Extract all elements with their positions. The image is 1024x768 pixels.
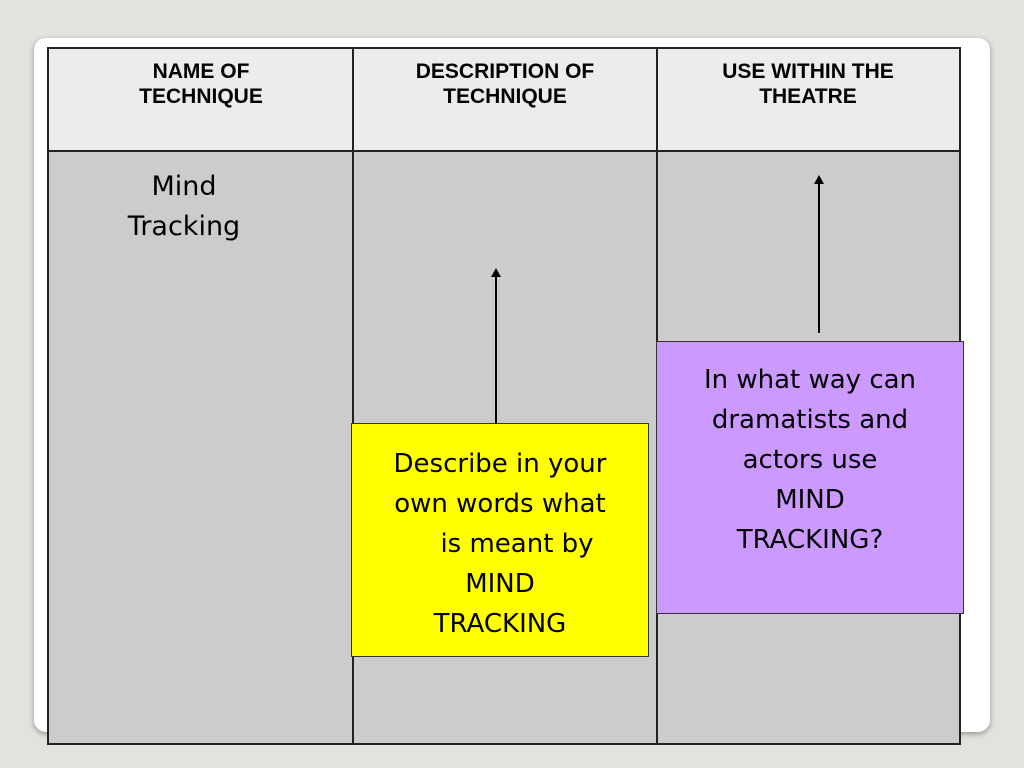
callout-line: MIND	[465, 569, 535, 599]
callout-line: dramatists and	[711, 405, 909, 435]
callout-line: own words what	[394, 489, 606, 519]
header-line: THEATRE	[759, 85, 857, 108]
technique-name-line: Tracking	[127, 211, 241, 242]
use-callout: In what way can dramatists and actors us…	[656, 341, 964, 614]
callout-line: TRACKING?	[736, 525, 884, 555]
callout-line: is meant by	[440, 529, 594, 559]
technique-name-cell: Mind Tracking	[89, 167, 279, 247]
description-callout: Describe in your own words what is meant…	[351, 423, 649, 657]
header-use-within-theatre: USE WITHIN THE THEATRE	[657, 49, 959, 152]
header-description-of-technique: DESCRIPTION OF TECHNIQUE	[353, 49, 657, 152]
header-line: TECHNIQUE	[139, 85, 263, 108]
callout-line: actors use	[742, 445, 878, 475]
callout-line: In what way can	[703, 365, 917, 395]
arrow-up-icon	[814, 175, 824, 333]
callout-line: MIND	[775, 485, 845, 515]
arrow-up-icon	[491, 268, 501, 426]
header-line: DESCRIPTION OF	[415, 60, 595, 83]
column-divider	[352, 49, 354, 743]
header-line: TECHNIQUE	[443, 85, 567, 108]
header-name-of-technique: NAME OF TECHNIQUE	[49, 49, 353, 152]
header-line: USE WITHIN THE	[722, 60, 894, 83]
callout-line: Describe in your	[393, 449, 607, 479]
header-line: NAME OF	[152, 60, 250, 83]
callout-line: TRACKING	[433, 609, 567, 639]
technique-name-line: Mind	[151, 171, 217, 202]
